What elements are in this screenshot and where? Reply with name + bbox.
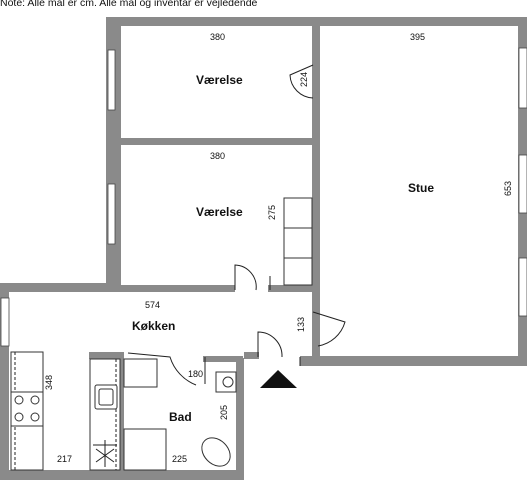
dim-vaerelse-1-width: 380 <box>210 32 225 42</box>
dim-vaerelse-2-side: 275 <box>267 205 277 220</box>
entrance-arrow-icon <box>260 370 297 388</box>
wardrobe <box>283 197 313 286</box>
inner-walls <box>89 17 320 472</box>
windows <box>0 47 527 347</box>
dim-stue-width: 395 <box>410 32 425 42</box>
dim-bad-door: 180 <box>188 369 203 379</box>
kitchen-fixtures <box>10 351 121 471</box>
dim-bad-side: 205 <box>219 405 229 420</box>
room-label-vaerelse-1: Værelse <box>196 73 243 87</box>
plan-note: Note: Alle mål er cm. Alle mål og invent… <box>0 0 258 9</box>
room-label-stue: Stue <box>408 181 434 195</box>
room-label-vaerelse-2: Værelse <box>196 205 243 219</box>
dim-kokken-width: 574 <box>145 300 160 310</box>
dim-kokken-bottom: 217 <box>57 454 72 464</box>
dim-kokken-side: 348 <box>44 375 54 390</box>
dim-vaerelse-2-width: 380 <box>210 151 225 161</box>
doors <box>127 64 346 386</box>
dim-hall-side: 133 <box>296 317 306 332</box>
room-label-bad: Bad <box>169 410 192 424</box>
room-label-kokken: Køkken <box>132 319 175 333</box>
dim-stue-side: 653 <box>503 181 513 196</box>
outer-walls <box>0 17 527 480</box>
bathroom-fixtures <box>123 358 237 471</box>
dim-bad-bottom: 225 <box>172 454 187 464</box>
dim-vaerelse-1-door: 224 <box>299 72 309 87</box>
